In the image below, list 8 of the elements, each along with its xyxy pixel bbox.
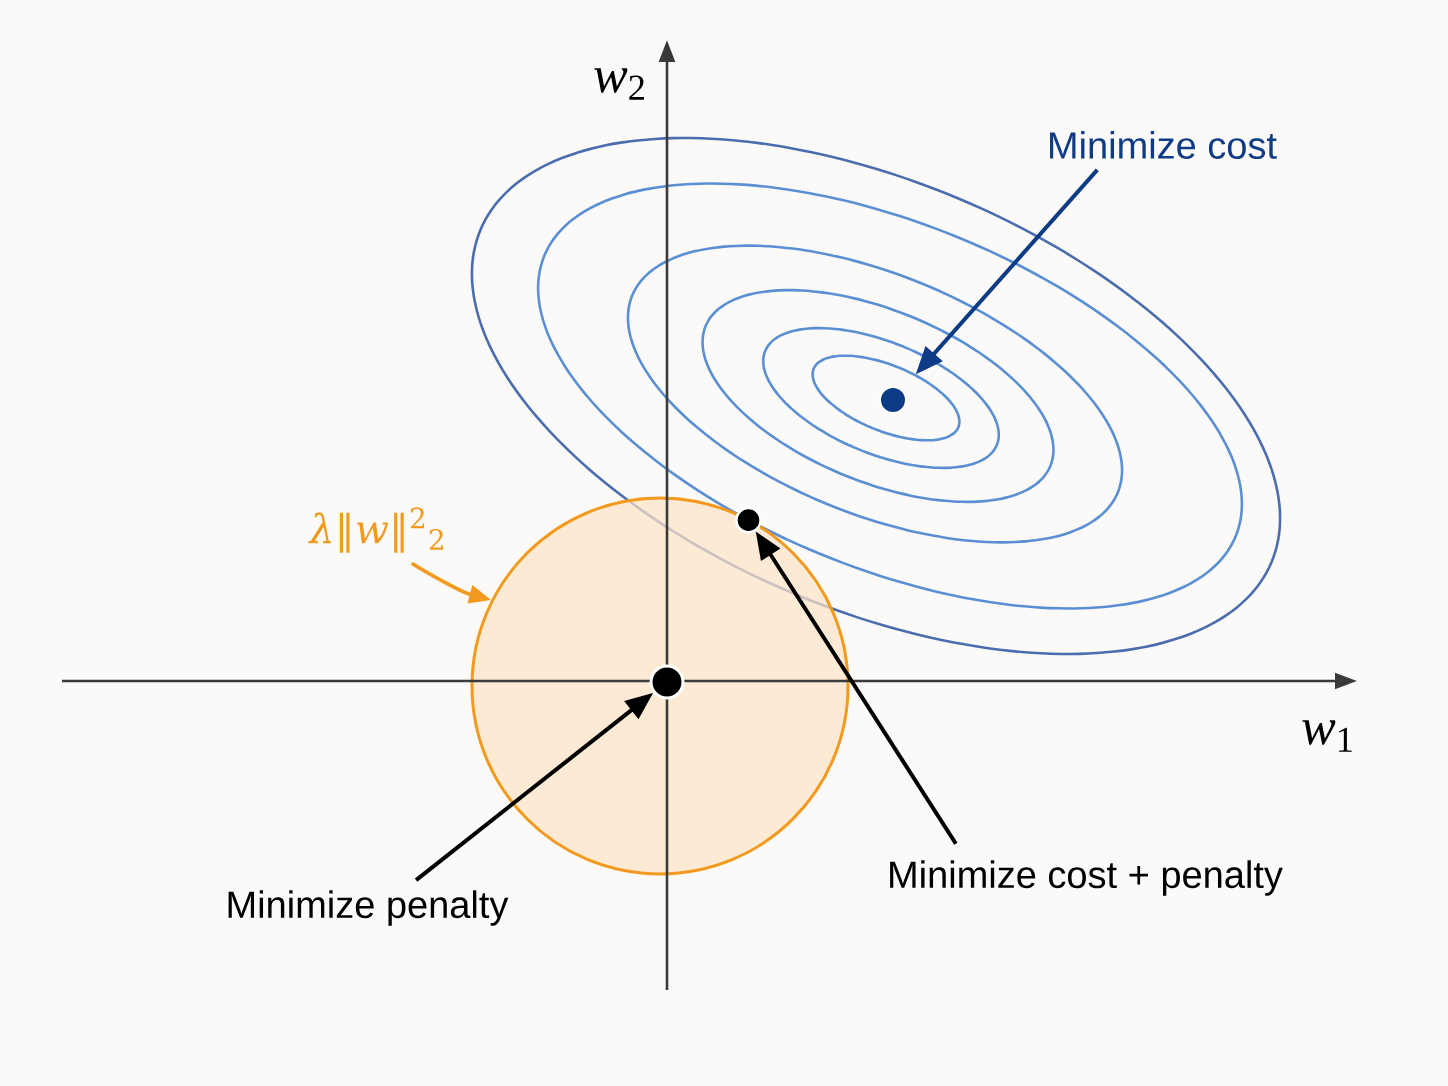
axis-label: w$_{1}$ bbox=[1302, 720, 1352, 752]
shaded-circle bbox=[470, 496, 850, 876]
annotation-label: Minimize cost + penalty bbox=[890, 860, 1283, 896]
axis-label: w$_{2}$ bbox=[594, 68, 644, 100]
dot bbox=[649, 664, 685, 700]
formula-label: λ‖w‖$^{2}$2 bbox=[308, 507, 443, 553]
annotation-label: Minimize penalty bbox=[228, 890, 509, 926]
annotation-label: Minimize cost bbox=[1050, 131, 1277, 159]
